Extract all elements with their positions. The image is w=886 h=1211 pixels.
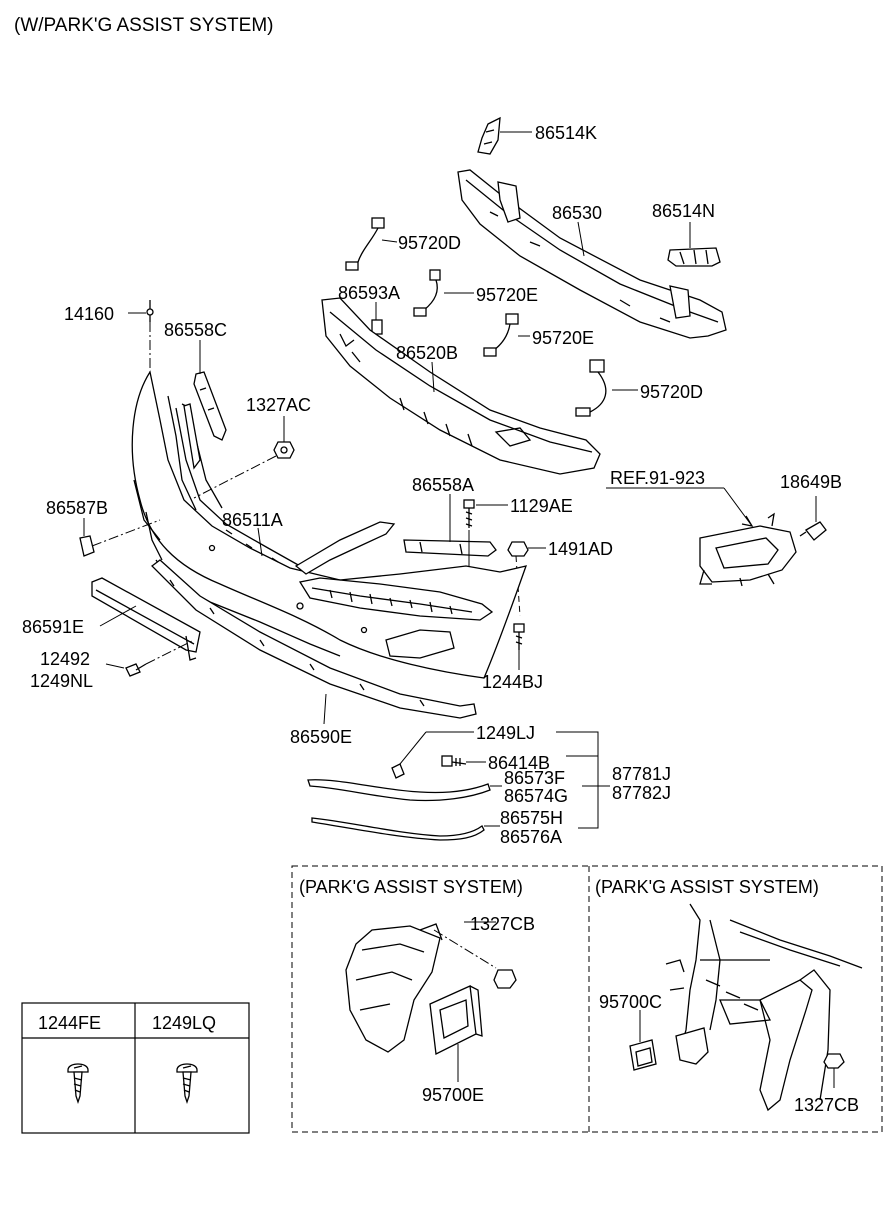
label-86520b: 86520B	[396, 343, 458, 363]
inset-left-nut-drawing	[493, 969, 517, 989]
inset-right-nut-drawing	[823, 1053, 845, 1069]
label-1249lj: 1249LJ	[476, 723, 535, 743]
label-86593a: 86593A	[338, 283, 400, 303]
label-86514n: 86514N	[652, 201, 715, 221]
label-12492: 12492	[40, 649, 90, 669]
bracket-86558c-drawing	[193, 371, 227, 441]
label-86587b: 86587B	[46, 498, 108, 518]
label-1491ad: 1491AD	[548, 539, 613, 559]
bumper-cover-86511a-drawing	[131, 370, 528, 679]
clip-18649b-drawing	[799, 521, 827, 541]
absorber-86520b-drawing	[321, 297, 601, 475]
lower-skirt-86590e-drawing	[151, 559, 477, 719]
label-86573f: 86573F	[504, 768, 565, 788]
label-86511a: 86511A	[222, 510, 283, 530]
label-95720d-bottom: 95720D	[640, 382, 703, 402]
screw-86414b-drawing	[441, 755, 467, 767]
label-86414b: 86414B	[488, 753, 550, 773]
moulding-86575h-drawing	[311, 817, 485, 841]
label-ref-91-923: REF.91-923	[610, 468, 705, 488]
fog-lamp-bracket-drawing	[699, 512, 797, 587]
label-86576a: 86576A	[500, 827, 562, 847]
label-18649b: 18649B	[780, 472, 842, 492]
label-95720d-top: 95720D	[398, 233, 461, 253]
label-86574g: 86574G	[504, 786, 568, 806]
label-86575h: 86575H	[500, 808, 563, 828]
nut-1327ac-drawing	[273, 441, 295, 459]
inset-left-label-1327cb: 1327CB	[470, 914, 535, 934]
label-87782j: 87782J	[612, 783, 671, 803]
inset-left-title: (PARK'G ASSIST SYSTEM)	[299, 877, 523, 897]
sensor-95720d-top-drawing	[345, 217, 385, 271]
moulding-86573f-drawing	[307, 779, 491, 802]
inset-right-sensor-95700c-drawing	[629, 1039, 657, 1071]
license-bracket-86591e-drawing	[91, 577, 201, 661]
label-1244bj: 1244BJ	[482, 672, 543, 692]
screw-icon	[67, 1063, 89, 1105]
label-14160: 14160	[64, 304, 114, 324]
legend-header-1244fe: 1244FE	[38, 1013, 101, 1033]
label-95720e-b: 95720E	[532, 328, 594, 348]
screw-12492-drawing	[125, 663, 147, 677]
label-1249nl: 1249NL	[30, 671, 93, 691]
cap-86587b-drawing	[79, 535, 95, 557]
bolt-1244bj-drawing	[513, 623, 525, 650]
label-86558c: 86558C	[164, 320, 227, 340]
nut-1491ad-drawing	[507, 541, 529, 557]
inset-left-bracket-drawing	[345, 923, 443, 1053]
inset-right-label-1327cb: 1327CB	[794, 1095, 859, 1115]
legend-header-1249lq: 1249LQ	[152, 1013, 216, 1033]
label-86558a: 86558A	[412, 475, 474, 495]
label-86591e: 86591E	[22, 617, 84, 637]
label-86530: 86530	[552, 203, 602, 223]
sensor-95720e-b-drawing	[483, 313, 519, 357]
bracket-86558a-drawing	[403, 539, 497, 557]
inset-right-title: (PARK'G ASSIST SYSTEM)	[595, 877, 819, 897]
label-87781j: 87781J	[612, 764, 671, 784]
bracket-86514n-drawing	[667, 247, 721, 267]
clip-1249lj-drawing	[391, 763, 405, 779]
inset-left-module-95700e-drawing	[429, 985, 483, 1055]
fastener-legend-table	[21, 1002, 250, 1134]
bolt-1129ae-drawing	[463, 499, 475, 528]
inset-left-label-95700e: 95700E	[422, 1085, 484, 1105]
clip-86593a-drawing	[371, 319, 383, 335]
bumper-beam-86530-drawing	[457, 169, 727, 339]
label-95720e-a: 95720E	[476, 285, 538, 305]
sensor-95720e-a-drawing	[413, 269, 441, 317]
bracket-86514k-drawing	[477, 116, 501, 155]
sensor-95720d-bottom-drawing	[575, 359, 607, 417]
inset-right-label-95700c: 95700C	[599, 992, 662, 1012]
inset-frame	[291, 865, 883, 1133]
screw-icon	[176, 1063, 198, 1105]
diagram-title: (W/PARK'G ASSIST SYSTEM)	[14, 15, 273, 36]
label-1129ae: 1129AE	[510, 496, 573, 516]
inset-right-frame-drawing	[665, 903, 863, 1112]
label-86590e: 86590E	[290, 727, 352, 747]
pin-14160-drawing	[146, 300, 154, 322]
label-86514k: 86514K	[535, 123, 597, 143]
label-1327ac: 1327AC	[246, 395, 311, 415]
